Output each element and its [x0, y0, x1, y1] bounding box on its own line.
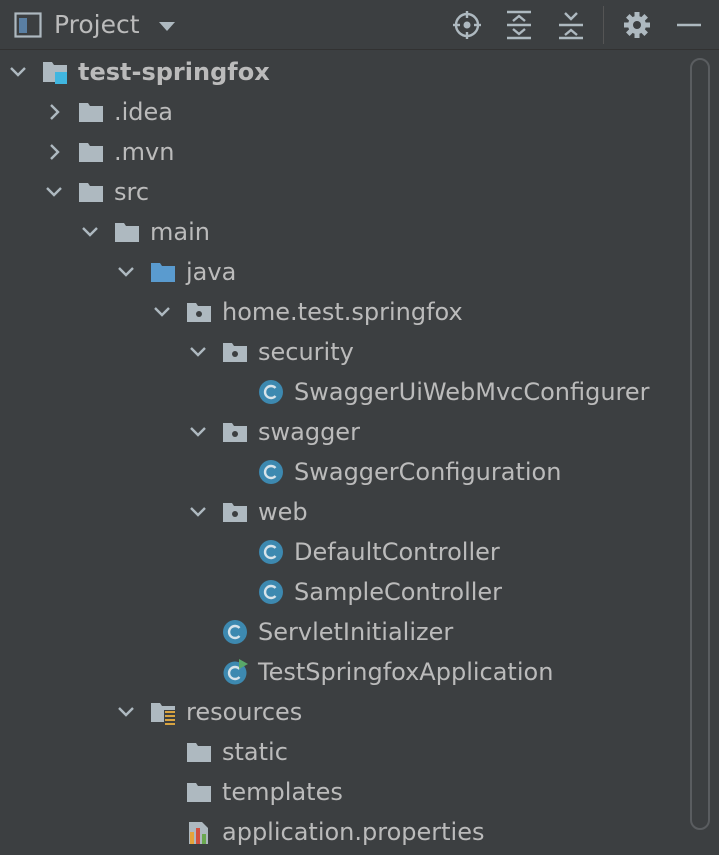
- chevron-down-icon[interactable]: [8, 62, 28, 82]
- tree-node-swagger[interactable]: swagger: [0, 412, 688, 452]
- chevron-down-icon[interactable]: [44, 182, 64, 202]
- chevron-down-icon[interactable]: [188, 422, 208, 442]
- tree-node-resources[interactable]: resources: [0, 692, 688, 732]
- class-icon: [259, 580, 283, 604]
- expand-all-icon[interactable]: [502, 8, 536, 42]
- module-icon: [43, 62, 67, 84]
- package-icon: [223, 343, 247, 362]
- tree-node-src[interactable]: src: [0, 172, 688, 212]
- folder-icon: [79, 143, 103, 162]
- tree-node-label: application.properties: [222, 818, 485, 846]
- tree-node-label: DefaultController: [294, 538, 500, 566]
- tree-node-label: SampleController: [294, 578, 503, 606]
- tree-node-label: TestSpringfoxApplication: [258, 658, 554, 686]
- tree-node-web[interactable]: web: [0, 492, 688, 532]
- view-selector-title[interactable]: Project: [54, 10, 140, 39]
- toolbar-separator: [603, 6, 604, 44]
- chevron-down-icon[interactable]: [157, 19, 177, 33]
- tree-node-application-properties[interactable]: application.properties: [0, 812, 688, 852]
- tree-node-templates[interactable]: templates: [0, 772, 688, 812]
- tree-node-label: security: [258, 338, 354, 366]
- properties-file-icon: [189, 822, 208, 844]
- minimize-icon[interactable]: [672, 8, 706, 42]
- tree-node-mvn[interactable]: .mvn: [0, 132, 688, 172]
- runnable-class-icon: [223, 659, 248, 685]
- locate-icon[interactable]: [450, 8, 484, 42]
- chevron-down-icon[interactable]: [80, 222, 100, 242]
- package-icon: [223, 503, 247, 522]
- folder-icon: [115, 223, 139, 242]
- folder-icon: [79, 103, 103, 122]
- resources-folder-icon: [151, 703, 176, 725]
- tree-node-label: .mvn: [114, 138, 175, 166]
- tree-node-home-test-springfox[interactable]: home.test.springfox: [0, 292, 688, 332]
- class-icon: [223, 620, 247, 644]
- tree-node-label: SwaggerConfiguration: [294, 458, 562, 486]
- tree-node-samplecontroller[interactable]: SampleController: [0, 572, 688, 612]
- tree-node-testspringfoxapplication[interactable]: TestSpringfoxApplication: [0, 652, 688, 692]
- chevron-down-icon[interactable]: [116, 702, 136, 722]
- chevron-down-icon[interactable]: [116, 262, 136, 282]
- vertical-scrollbar[interactable]: [690, 58, 710, 830]
- tree-node-label: swagger: [258, 418, 360, 446]
- tree-node-label: ServletInitializer: [258, 618, 454, 646]
- tool-window-header: Project: [0, 0, 719, 50]
- folder-icon: [79, 183, 103, 202]
- tree-node-label: .idea: [114, 98, 174, 126]
- tree-node-security[interactable]: security: [0, 332, 688, 372]
- tree-node-label: web: [258, 498, 308, 526]
- tree-node-label: templates: [222, 778, 343, 806]
- tree-node-label: java: [186, 258, 237, 286]
- tree-node-defaultcontroller[interactable]: DefaultController: [0, 532, 688, 572]
- tree-node-label: SwaggerUiWebMvcConfigurer: [294, 378, 650, 406]
- tree-node-idea[interactable]: .idea: [0, 92, 688, 132]
- collapse-all-icon[interactable]: [554, 8, 588, 42]
- tree-node-label: test-springfox: [78, 58, 270, 86]
- gear-icon[interactable]: [620, 8, 654, 42]
- class-icon: [259, 540, 283, 564]
- tree-node-label: static: [222, 738, 288, 766]
- chevron-down-icon[interactable]: [152, 302, 172, 322]
- chevron-right-icon[interactable]: [44, 142, 64, 162]
- source-folder-icon: [151, 263, 175, 282]
- folder-icon: [187, 783, 211, 802]
- class-icon: [259, 460, 283, 484]
- folder-icon: [187, 743, 211, 762]
- package-icon: [187, 303, 211, 322]
- tree-node-label: home.test.springfox: [222, 298, 463, 326]
- chevron-down-icon[interactable]: [188, 502, 208, 522]
- tree-node-label: src: [114, 178, 150, 206]
- chevron-right-icon[interactable]: [44, 102, 64, 122]
- tree-node-label: main: [150, 218, 210, 246]
- tree-node-label: resources: [186, 698, 303, 726]
- tree-node-servletinitializer[interactable]: ServletInitializer: [0, 612, 688, 652]
- tree-node-swaggerconfiguration[interactable]: SwaggerConfiguration: [0, 452, 688, 492]
- class-icon: [259, 380, 283, 404]
- tree-node-main[interactable]: main: [0, 212, 688, 252]
- tree-node-test-springfox[interactable]: test-springfox: [0, 52, 688, 92]
- tree-node-swaggeruiwebmvcconfigurer[interactable]: SwaggerUiWebMvcConfigurer: [0, 372, 688, 412]
- chevron-down-icon[interactable]: [188, 342, 208, 362]
- tree-node-java[interactable]: java: [0, 252, 688, 292]
- package-icon: [223, 423, 247, 442]
- project-view-icon: [14, 12, 42, 38]
- tree-node-static[interactable]: static: [0, 732, 688, 772]
